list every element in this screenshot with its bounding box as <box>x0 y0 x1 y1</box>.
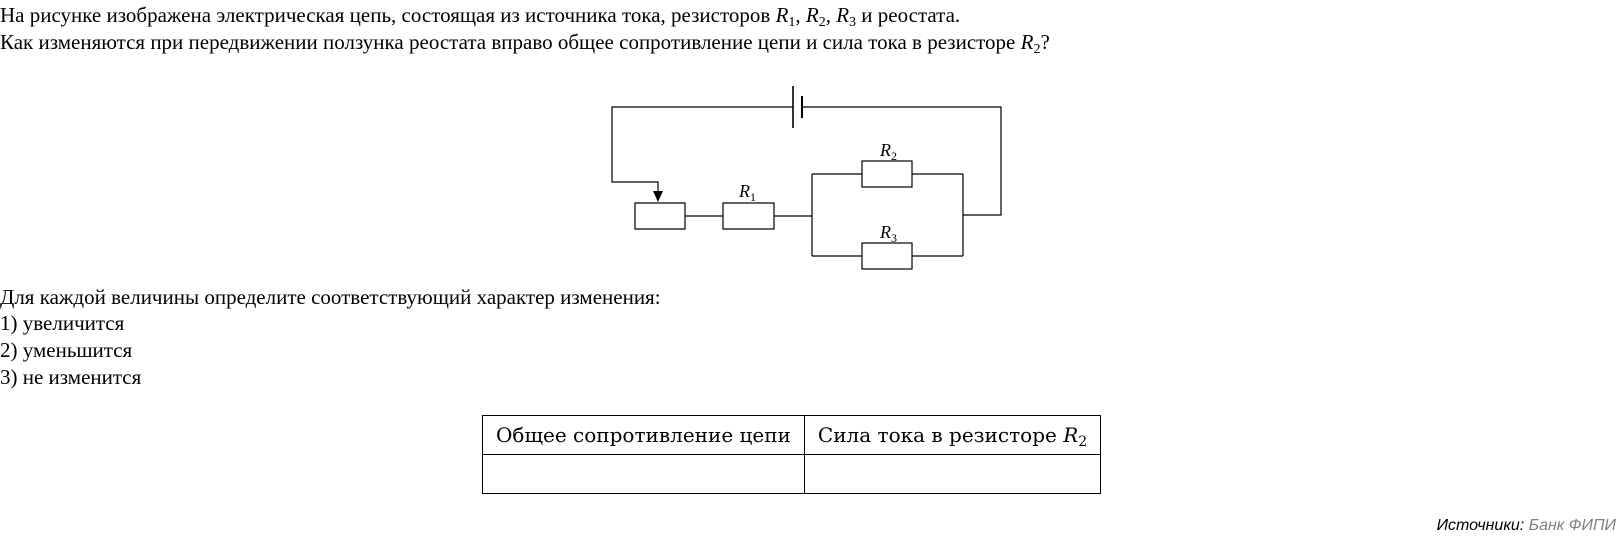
sources-footer: Источники: Банк ФИПИ <box>1437 517 1616 535</box>
header-current-r2: Сила тока в резисторе R2 <box>803 415 1102 455</box>
resistor-r3 <box>861 242 913 270</box>
resistor-r1 <box>722 202 775 230</box>
slider-arrowhead <box>653 191 663 202</box>
instructions-prompt: Для каждой величины определите соответст… <box>0 285 661 309</box>
question-line-2: Как изменяются при передвижении ползунка… <box>0 30 1050 57</box>
answer-cell-current-r2[interactable] <box>803 454 1102 494</box>
rheostat <box>634 202 686 230</box>
symbol-r2-question: R2 <box>1020 30 1041 57</box>
table-answer-row <box>482 454 1102 494</box>
answer-cell-total-resistance[interactable] <box>482 454 805 494</box>
table-header-row: Общее сопротивление цепи Сила тока в рез… <box>482 415 1102 455</box>
circuit-diagram: R1 R2 R3 <box>611 86 1002 270</box>
sources-link[interactable]: Банк ФИПИ <box>1528 517 1616 534</box>
resistor-r2 <box>861 160 913 188</box>
option-3: 3) не изменится <box>0 365 142 389</box>
wire-top-left <box>611 106 793 192</box>
symbol-r2: R2 <box>805 3 826 30</box>
answer-table: Общее сопротивление цепи Сила тока в рез… <box>482 415 1102 494</box>
header-total-resistance: Общее сопротивление цепи <box>482 415 805 455</box>
option-2: 2) уменьшится <box>0 338 133 362</box>
question-line-1: На рисунке изображена электрическая цепь… <box>0 3 961 30</box>
label-r2: R2 <box>879 140 897 163</box>
label-r3: R3 <box>879 222 897 245</box>
label-r1: R1 <box>738 181 756 204</box>
sources-label: Источники: <box>1436 517 1525 534</box>
option-1: 1) увеличится <box>0 311 125 335</box>
wire-top-right <box>802 106 1002 216</box>
symbol-r1: R1 <box>775 3 796 30</box>
symbol-r3: R3 <box>836 3 857 30</box>
